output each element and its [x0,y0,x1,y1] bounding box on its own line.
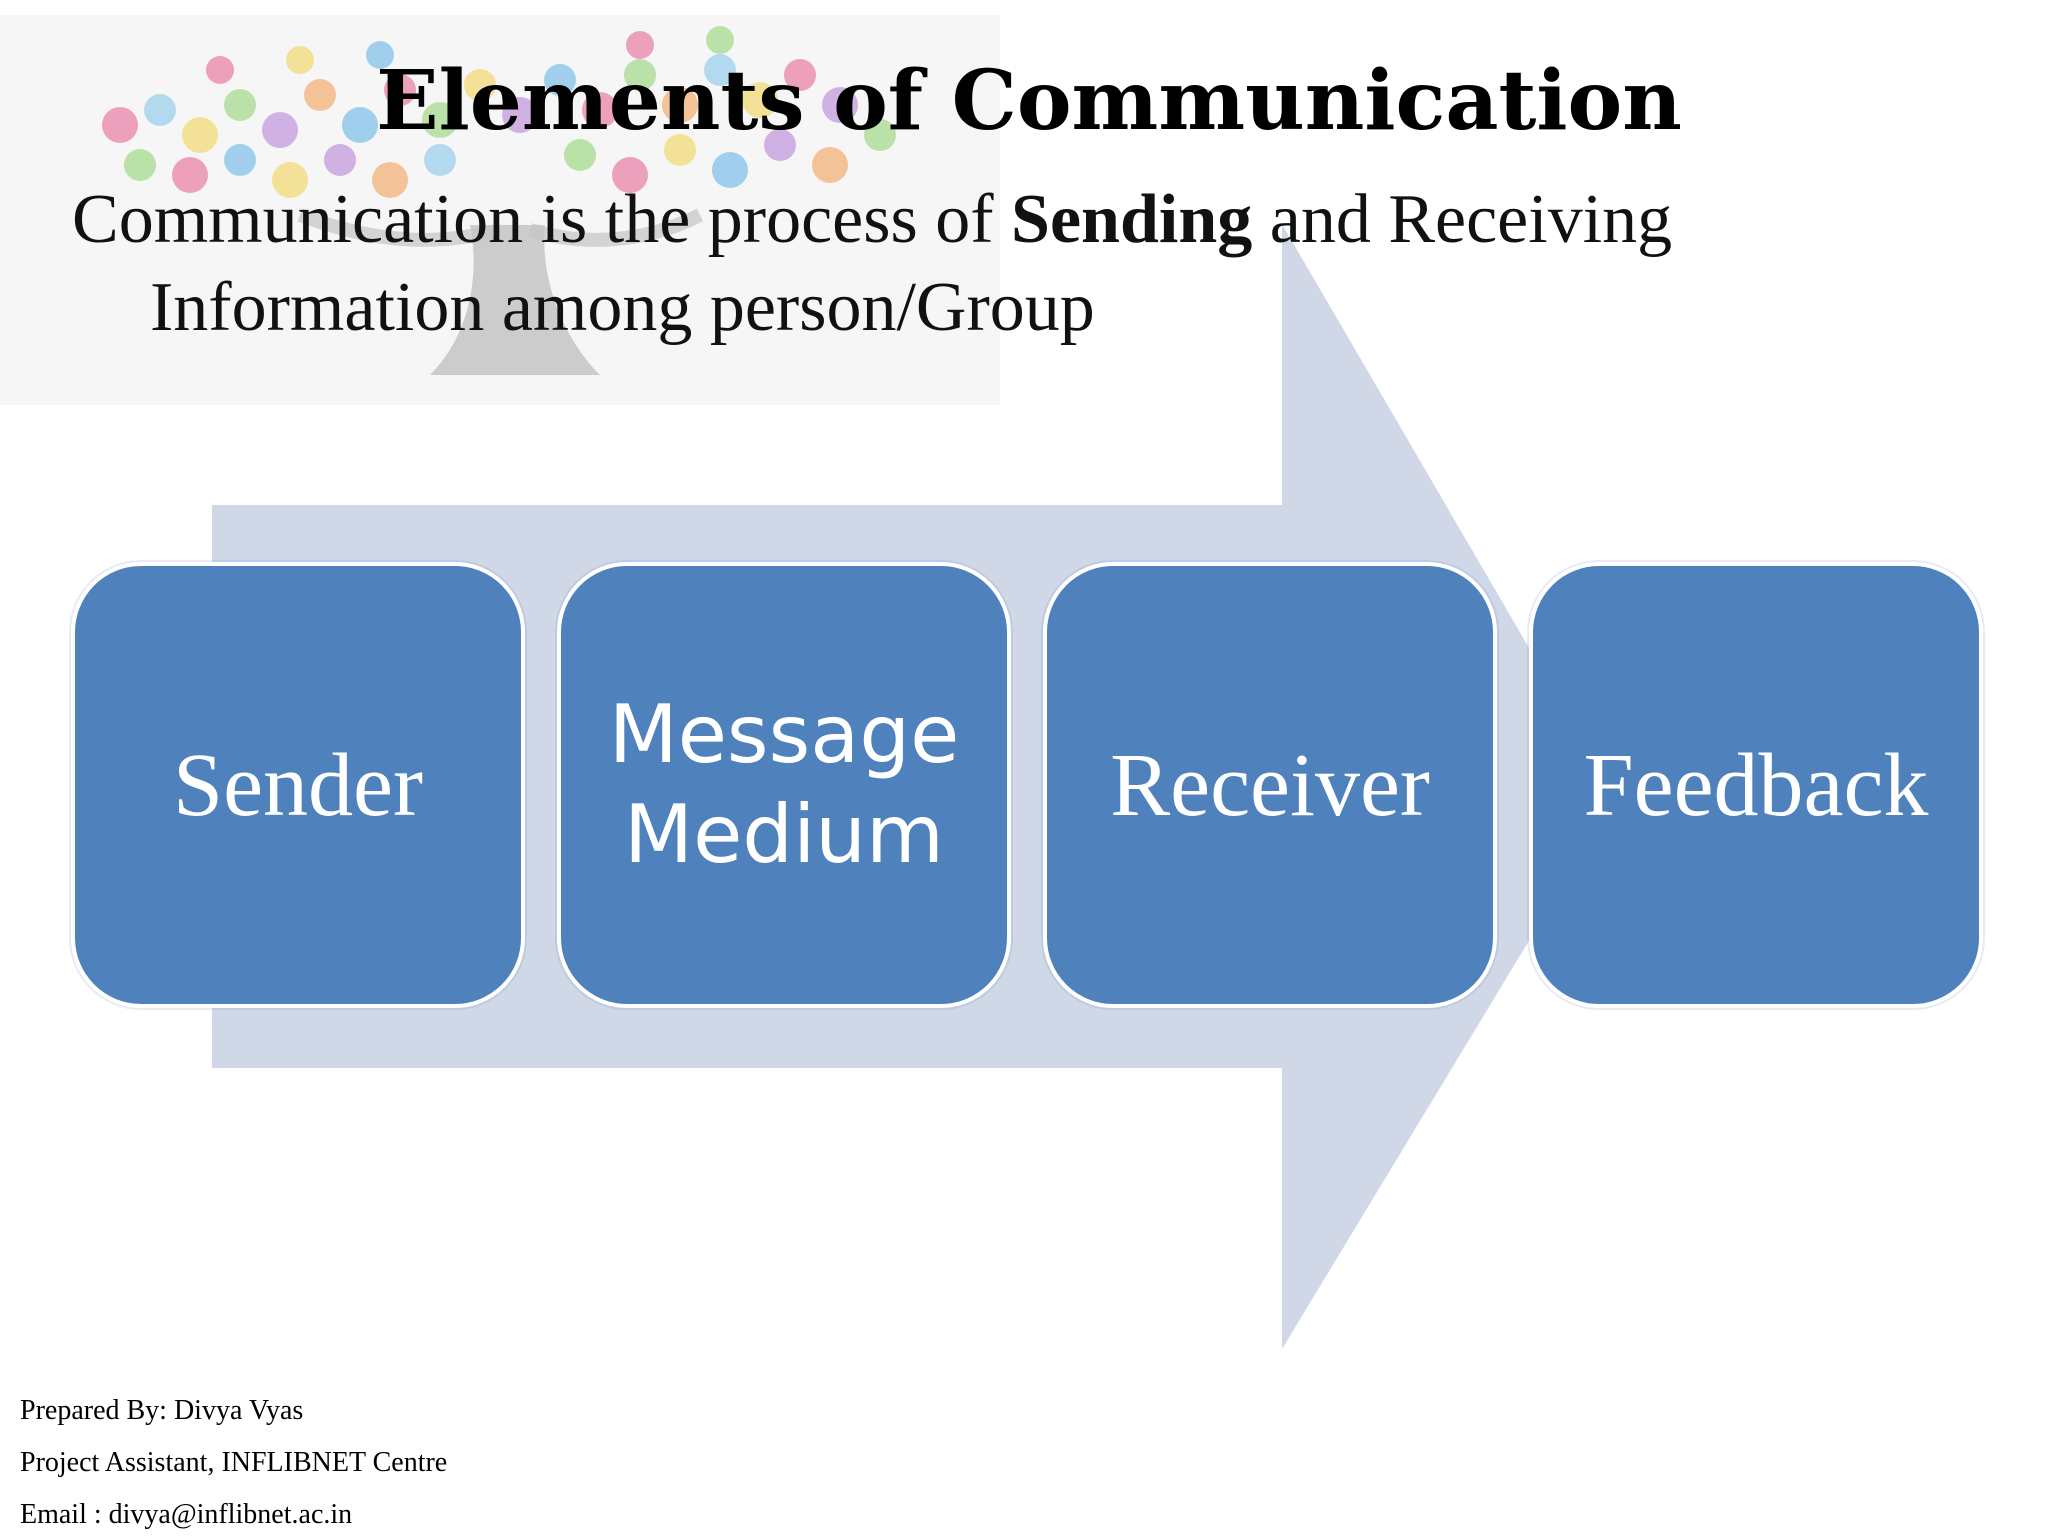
tree-illustration [0,15,1000,405]
footer-role: Project Assistant, INFLIBNET Centre [20,1447,448,1478]
slide-subtitle: Communication is the process of Sending … [72,176,1772,352]
footer-author: Prepared By: Divya Vyas [20,1395,304,1426]
footer-email: Email : divya@inflibnet.ac.in [20,1499,353,1530]
subtitle-text-1: Communication is the process of [72,181,1012,258]
step-label: Receiver [1110,735,1430,835]
step-label: Feedback [1583,735,1929,835]
subtitle-line-2: Information among person/Group [150,269,1095,346]
step-label: Sender [173,735,423,835]
footer: Prepared By: Divya Vyas Project Assistan… [20,1385,447,1536]
subtitle-text-2: and Receiving [1252,181,1673,258]
step-feedback: Feedback [1529,562,1983,1008]
slide-title: Elements of Communication [376,53,1682,149]
step-label: Message Medium [608,688,960,881]
subtitle-bold: Sending [1011,181,1253,258]
step-receiver: Receiver [1043,562,1497,1008]
step-message-medium: Message Medium [557,562,1011,1008]
step-sender: Sender [71,562,525,1008]
